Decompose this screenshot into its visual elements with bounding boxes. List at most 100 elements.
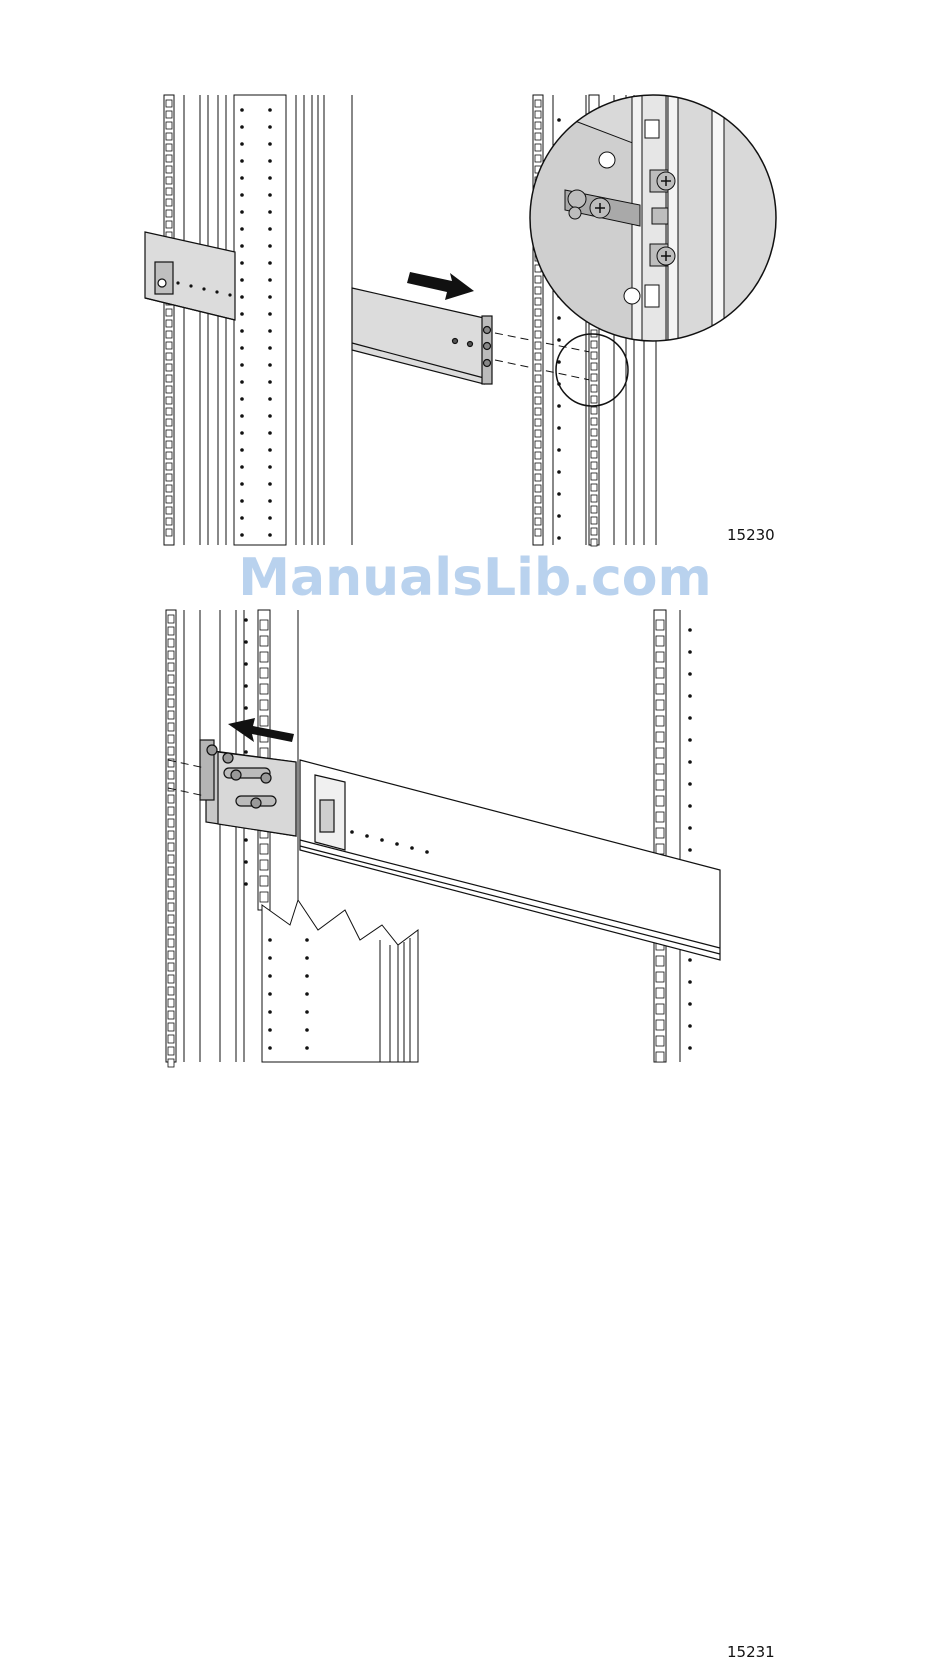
rack-hole <box>591 396 597 403</box>
rack-hole <box>168 999 174 1007</box>
rack-hole <box>535 375 541 382</box>
round-hole <box>688 848 692 852</box>
rack-hole <box>166 375 172 382</box>
round-hole <box>268 499 272 503</box>
rack-hole <box>166 353 172 360</box>
round-hole <box>240 227 244 231</box>
rack-hole <box>656 972 664 982</box>
round-hole <box>240 295 244 299</box>
rack-hole <box>656 1020 664 1030</box>
rack-hole <box>656 620 664 630</box>
rack-hole <box>591 473 597 480</box>
rack-hole <box>168 627 174 635</box>
rack-hole <box>166 496 172 503</box>
round-hole <box>268 465 272 469</box>
arrow-right-icon <box>407 272 474 300</box>
round-hole <box>268 346 272 350</box>
rack-hole <box>168 795 174 803</box>
rack-hole <box>168 675 174 683</box>
rack-hole <box>535 133 541 140</box>
rack-hole <box>166 485 172 492</box>
round-hole <box>557 514 561 518</box>
rack-hole <box>166 386 172 393</box>
round-hole <box>240 363 244 367</box>
round-hole <box>305 974 309 978</box>
round-hole <box>268 210 272 214</box>
round-hole <box>240 346 244 350</box>
round-hole <box>268 363 272 367</box>
round-hole <box>268 108 272 112</box>
round-hole <box>688 760 692 764</box>
rack-hole <box>168 939 174 947</box>
left-vertical-member <box>234 95 352 545</box>
rack-hole <box>260 684 268 694</box>
rack-hole <box>656 988 664 998</box>
rack-hole <box>535 485 541 492</box>
rack-hole <box>535 100 541 107</box>
rack-hole <box>591 407 597 414</box>
round-hole <box>688 672 692 676</box>
round-hole <box>268 1028 272 1032</box>
figure-2-drawing <box>0 600 950 1080</box>
rack-hole <box>166 364 172 371</box>
round-hole <box>688 738 692 742</box>
rack-hole <box>260 652 268 662</box>
rack-hole <box>168 711 174 719</box>
round-hole <box>268 1046 272 1050</box>
round-hole <box>240 448 244 452</box>
round-hole <box>268 974 272 978</box>
round-hole <box>268 1010 272 1014</box>
rack-hole <box>168 1023 174 1031</box>
round-hole <box>557 316 561 320</box>
round-hole <box>244 860 248 864</box>
rack-hole <box>535 298 541 305</box>
round-hole <box>557 448 561 452</box>
rack-hole <box>591 429 597 436</box>
round-hole <box>268 261 272 265</box>
rack-hole <box>656 844 664 854</box>
rack-hole <box>260 748 268 758</box>
rack-hole <box>535 441 541 448</box>
round-hole <box>268 295 272 299</box>
rack-hole <box>535 452 541 459</box>
rack-hole <box>591 495 597 502</box>
round-hole <box>240 533 244 537</box>
round-hole <box>688 694 692 698</box>
rack-hole <box>591 385 597 392</box>
rack-hole <box>168 843 174 851</box>
round-hole <box>305 1010 309 1014</box>
rack-hole <box>535 397 541 404</box>
rack-hole <box>166 419 172 426</box>
round-hole <box>268 482 272 486</box>
rack-hole <box>168 1047 174 1055</box>
round-hole <box>688 782 692 786</box>
round-hole <box>240 261 244 265</box>
round-hole <box>240 499 244 503</box>
rack-hole <box>535 320 541 327</box>
rack-hole <box>166 309 172 316</box>
rack-hole <box>535 276 541 283</box>
round-hole <box>688 804 692 808</box>
rack-hole <box>166 133 172 140</box>
round-hole <box>240 380 244 384</box>
rack-hole <box>166 441 172 448</box>
rack-hole <box>168 1011 174 1019</box>
round-hole <box>305 1046 309 1050</box>
rack-hole <box>168 615 174 623</box>
rack-hole <box>656 636 664 646</box>
figure-id-15231: 15231 <box>727 1643 775 1661</box>
rack-hole <box>168 927 174 935</box>
rack-hole <box>166 320 172 327</box>
rack-hole <box>168 879 174 887</box>
rack-hole <box>656 1036 664 1046</box>
round-hole <box>557 338 561 342</box>
rack-hole <box>168 747 174 755</box>
rack-hole <box>591 462 597 469</box>
rack-hole <box>591 528 597 535</box>
rack-hole <box>656 652 664 662</box>
round-hole <box>305 956 309 960</box>
rack-hole <box>535 408 541 415</box>
round-hole <box>240 108 244 112</box>
round-hole <box>268 312 272 316</box>
rack-hole <box>166 463 172 470</box>
